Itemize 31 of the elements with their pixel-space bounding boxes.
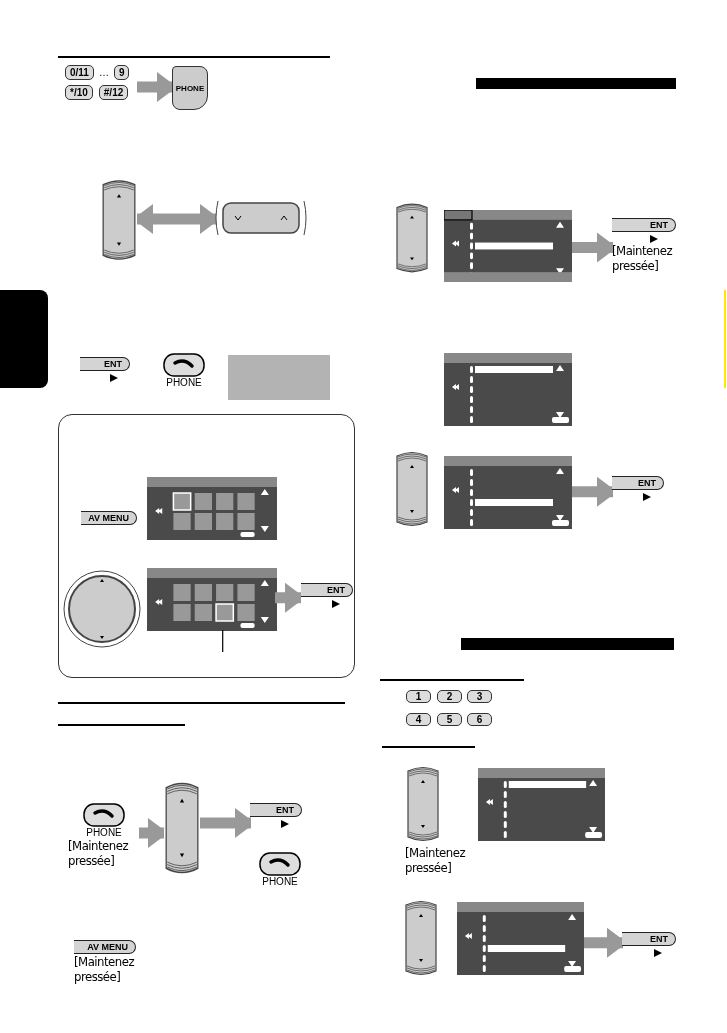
number-key: 0/11 xyxy=(65,65,94,80)
enter-button: ENT xyxy=(612,476,664,490)
number-key: #/12 xyxy=(98,85,129,100)
button-label: PHONE xyxy=(261,876,299,887)
info-panel xyxy=(58,414,355,678)
instruction-text: [Maintenez pressée] xyxy=(612,243,674,273)
button-label: PHONE xyxy=(85,827,123,838)
number-key: 6 xyxy=(467,713,492,726)
menu-button: AV MENU xyxy=(81,511,137,525)
number-key: 1 xyxy=(406,690,431,703)
enter-button: ENT xyxy=(612,218,676,232)
instruction-text: [Maintenez pressée] xyxy=(405,845,467,875)
enter-button: ENT xyxy=(301,583,353,597)
button-label: PHONE xyxy=(165,377,203,388)
display-box xyxy=(228,355,330,400)
instruction-text: [Maintenez pressée] xyxy=(68,838,130,868)
enter-button: ENT xyxy=(250,803,302,817)
side-tab xyxy=(0,290,48,388)
number-key: 3 xyxy=(467,690,492,703)
enter-button: ENT xyxy=(622,932,676,946)
number-key: 4 xyxy=(406,713,431,726)
number-key: 2 xyxy=(437,690,462,703)
enter-button: ENT xyxy=(80,357,130,371)
phone-key: PHONE xyxy=(172,66,208,110)
number-key: */10 xyxy=(65,85,93,100)
ellipsis-text: … xyxy=(98,67,109,78)
number-key: 9 xyxy=(113,65,130,80)
leader-line xyxy=(222,629,224,653)
number-key: 5 xyxy=(437,713,462,726)
menu-button: AV MENU xyxy=(74,940,136,954)
instruction-text: [Maintenez pressée] xyxy=(74,954,136,984)
